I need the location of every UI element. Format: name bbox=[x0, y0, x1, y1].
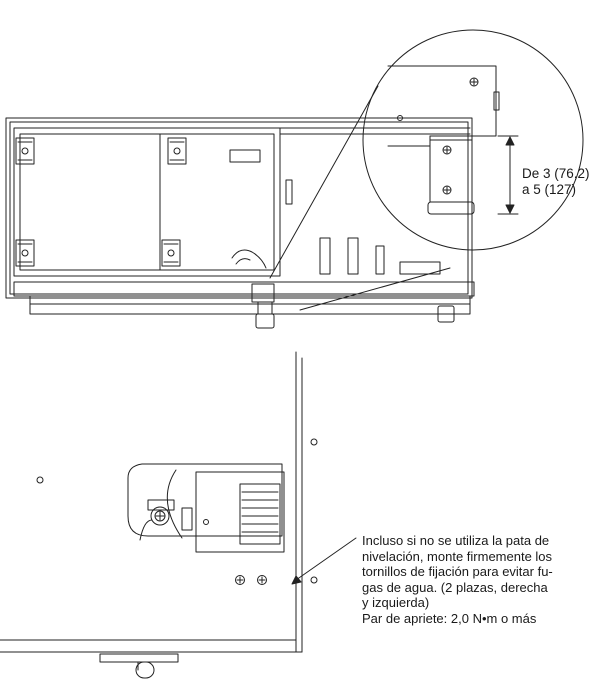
hanger-bracket bbox=[161, 239, 181, 267]
installation-note: Incluso si no se utiliza la pata de nive… bbox=[362, 533, 608, 627]
note-line: y izquierda) bbox=[362, 595, 430, 611]
dimension-line-2: a 5 (127) bbox=[522, 182, 577, 197]
dimension-line-1: De 3 (76,2) bbox=[522, 166, 590, 181]
note-line: Incluso si no se utiliza la pata de bbox=[362, 533, 550, 548]
unit-top-view bbox=[5, 85, 475, 329]
note-line: nivelación, monte firmemente los bbox=[362, 548, 553, 564]
detail-magnifier bbox=[362, 29, 584, 251]
note-line: tornillos de fijación para evitar fu- bbox=[362, 564, 553, 580]
side-detail-view bbox=[0, 351, 357, 679]
hanger-bracket bbox=[15, 239, 35, 267]
torque-line: Par de apriete: 2,0 N•m o más bbox=[362, 610, 537, 626]
note-line: gas de agua. (2 plazas, derecha bbox=[362, 579, 548, 595]
hanger-bracket bbox=[15, 137, 35, 165]
dimension-label: De 3 (76,2) a 5 (127) bbox=[522, 166, 590, 198]
hanger-bracket bbox=[167, 137, 187, 165]
